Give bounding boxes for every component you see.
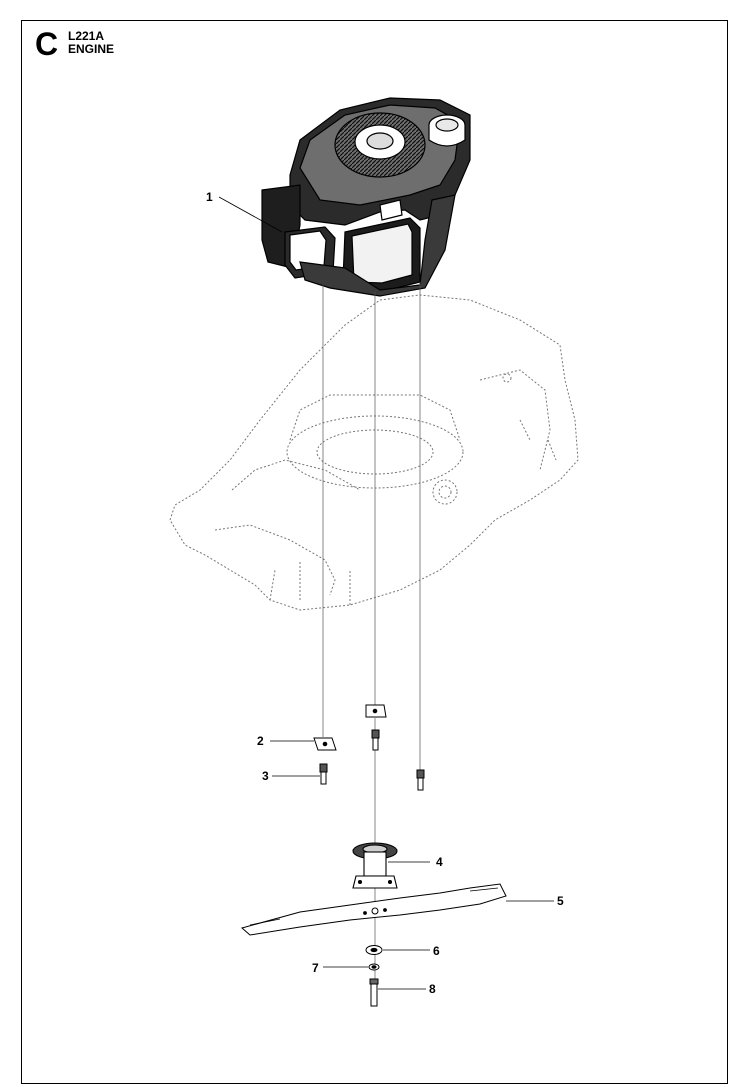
- leader-lines: [218, 196, 554, 990]
- blade-adapter: [352, 842, 398, 889]
- model-number: L221A: [68, 29, 105, 43]
- assembly-title: ENGINE: [68, 42, 115, 56]
- bracket-plate: [313, 704, 387, 751]
- cutting-blade: [240, 883, 507, 936]
- mower-deck: [169, 294, 579, 611]
- callout-4: 4: [436, 855, 443, 869]
- callout-1: 1: [206, 190, 213, 204]
- callout-8: 8: [429, 982, 436, 996]
- callout-6: 6: [433, 944, 440, 958]
- lock-washer: [368, 963, 380, 971]
- blade-bolt: [369, 978, 379, 1007]
- engine: [261, 97, 471, 297]
- section-letter: C: [35, 26, 59, 62]
- assembly-lines: [322, 282, 421, 1005]
- callout-3: 3: [262, 769, 269, 783]
- washer: [365, 945, 383, 955]
- callout-2: 2: [257, 734, 264, 748]
- callout-7: 7: [312, 961, 319, 975]
- bolt: [319, 729, 425, 791]
- callout-5: 5: [557, 894, 564, 908]
- page-frame: [21, 20, 728, 1084]
